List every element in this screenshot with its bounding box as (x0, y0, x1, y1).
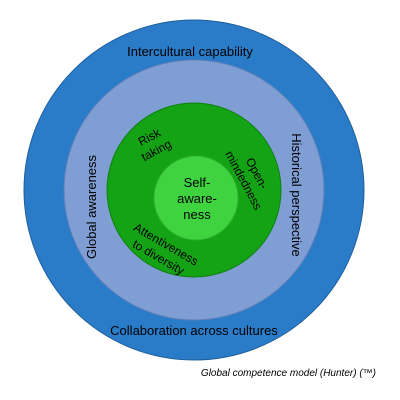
label-collaboration-across-cultures: Collaboration across cultures (110, 323, 278, 338)
label-core-line1: Self- (184, 175, 211, 190)
label-core-line2: aware- (177, 191, 217, 206)
label-global-awareness: Global awareness (84, 154, 99, 259)
label-intercultural-capability: Intercultural capability (127, 44, 253, 59)
core-circle (153, 155, 239, 241)
label-historical-perspective: Historical perspective (289, 133, 304, 257)
caption: Global competence model (Hunter) (™) (201, 368, 376, 379)
label-core-line3: ness (183, 207, 211, 222)
